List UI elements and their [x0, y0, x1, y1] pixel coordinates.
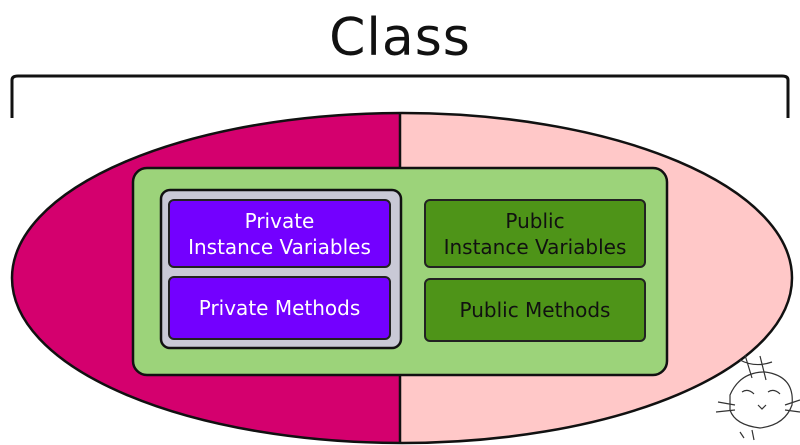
public-instance-variables-box: Public Instance Variables	[424, 199, 646, 268]
class-brace	[10, 74, 790, 118]
cat-sketch-icon	[715, 354, 800, 441]
public-methods-box: Public Methods	[424, 278, 646, 342]
private-instance-variables-box: Private Instance Variables	[168, 199, 391, 268]
private-instance-variables-label: Private Instance Variables	[188, 208, 371, 259]
private-methods-box: Private Methods	[168, 276, 391, 340]
diagram-title: Class	[329, 8, 471, 68]
private-methods-label: Private Methods	[198, 296, 361, 320]
public-methods-label: Public Methods	[459, 298, 611, 322]
public-instance-variables-label: Public Instance Variables	[443, 208, 627, 259]
